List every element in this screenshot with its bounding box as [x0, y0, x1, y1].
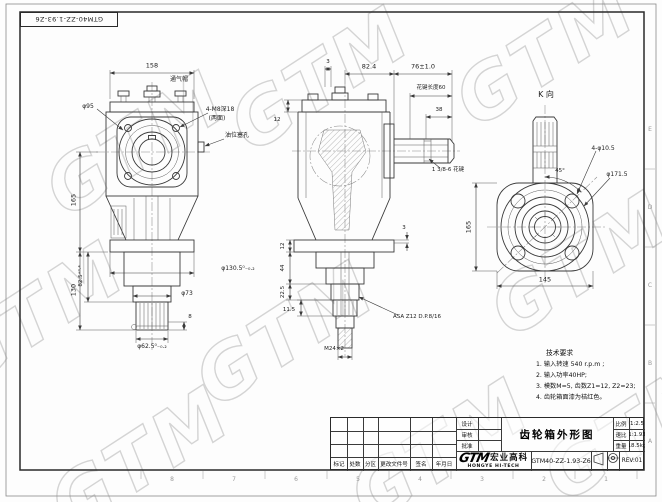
projection-symbol-cone	[591, 451, 607, 471]
revision-number: REV:01	[621, 458, 643, 464]
thread-label: M24×2	[324, 346, 344, 353]
rev-header-count: 处数	[349, 462, 361, 468]
dim-165-k: 165	[464, 220, 473, 234]
zone-8: 8	[170, 475, 174, 483]
edge-letter-a: A	[647, 437, 653, 445]
gtm-logo: GTM	[457, 451, 490, 467]
view-k-label: K 向	[538, 89, 554, 99]
title-block: 标记 处数 分区 更改文件号 签名 年月日 设计 审核 批准 齿轮箱外形图 比例…	[330, 417, 645, 471]
dim-11-5: 11.5	[282, 307, 296, 314]
spline-length-label: 花键长度60	[416, 85, 446, 92]
zone-2: 2	[542, 475, 546, 483]
dim-dia73: φ73	[181, 289, 193, 297]
dim-dia62-5: φ62.5⁰₋₀.₂	[137, 342, 167, 350]
ratio-value: 1:1.93	[629, 431, 645, 438]
zone-3: 3	[480, 475, 484, 483]
edge-letter-b: B	[647, 359, 653, 367]
dim-12-plate: 12	[273, 117, 281, 124]
check-label: 审核	[461, 432, 473, 439]
dim-82-5: 82.5⁺⁰·⁴	[78, 265, 85, 287]
company-name-cn: 宏业高科	[490, 453, 529, 464]
corner-reference-box: GTM40-ZZ-1.93-Z6	[20, 12, 118, 27]
dim-3-flange: 3	[402, 225, 406, 232]
side-view	[284, 66, 460, 360]
techreq-heading: 技术要求	[546, 349, 574, 357]
svg-text:GTM: GTM	[0, 224, 143, 404]
tapped-holes-note: (两面)	[208, 114, 226, 122]
rev-header-date: 年月日	[435, 462, 453, 468]
dim-165-front: 165	[69, 193, 78, 207]
edge-letter-c: C	[647, 281, 653, 289]
dim-82-4: 82.4	[361, 62, 377, 71]
dim-dia95: φ95	[82, 102, 94, 110]
dim-76: 76±1.0	[410, 62, 436, 71]
techreq-item: 4. 齿轮箱面漆为桔红色。	[536, 394, 606, 401]
dim-45deg: 45°	[555, 168, 565, 175]
front-view	[76, 70, 225, 352]
dim-158: 158	[145, 61, 159, 70]
dim-dia171-5: φ171.5	[606, 170, 628, 178]
approve-label: 批准	[461, 443, 473, 450]
weight-label: 重量	[615, 443, 627, 450]
dim-12-flange: 12	[280, 242, 287, 250]
rev-header-mark: 标记	[333, 462, 345, 468]
zone-6: 6	[294, 475, 298, 483]
zone-5: 5	[356, 475, 360, 483]
zone-4: 4	[418, 475, 422, 483]
corner-reference-text: GTM40-ZZ-1.93-Z6	[35, 15, 103, 24]
zone-1: 1	[604, 475, 608, 483]
scale-label: 比例	[615, 421, 627, 428]
tapped-holes-label: 4-M8深18	[205, 105, 235, 113]
zone-7: 7	[232, 475, 236, 483]
edge-letter-e: E	[648, 125, 652, 133]
techreq-item: 1. 输入转速 540 r.p.m ;	[536, 361, 605, 368]
dim-3-cap: 3	[326, 59, 330, 66]
sheet-border	[5, 3, 657, 497]
k-view	[472, 105, 611, 289]
company-name-en: HONGYE HI-TECH	[467, 464, 520, 470]
dim-130: 130	[69, 283, 78, 297]
dim-38: 38	[435, 107, 443, 114]
techreq-item: 3. 模数M=5, 齿数Z1=12, Z2=23;	[536, 383, 636, 390]
dim-8: 8	[188, 314, 192, 321]
projection-symbol-circle	[607, 451, 619, 471]
rev-header-docno: 更改文件号	[380, 462, 408, 468]
rev-header-zone: 分区	[364, 462, 376, 468]
dim-145: 145	[538, 275, 552, 284]
spline-spec-label: 1 3/8-6 花键	[431, 167, 465, 174]
ratio-label: 速比	[615, 432, 627, 439]
svg-text:GTM: GTM	[440, 0, 653, 144]
rev-header-sign: 签名	[415, 462, 427, 468]
dim-4-dia10-5: 4-φ10.5	[591, 144, 615, 152]
drawing-title: 齿轮箱外形图	[519, 429, 595, 441]
breather-label: 通气帽	[169, 75, 189, 83]
dim-22-5: 22.5	[280, 285, 287, 299]
company-logo: GTM 宏业高科 HONGYE HI-TECH	[456, 451, 531, 471]
dim-dia130-5: φ130.5⁰₋₀.₂	[221, 264, 255, 272]
drawing-number: GTM40-ZZ-1.93-Z6	[531, 457, 591, 465]
asa-label: ASA Z12 D.P.8/16	[393, 314, 441, 321]
design-label: 设计	[461, 421, 473, 428]
technical-requirements: 技术要求 1. 输入转速 540 r.p.m ; 2. 输入功率40HP; 3.…	[536, 348, 658, 403]
scale-value: 1:2.5	[629, 420, 645, 427]
edge-letter-d: D	[647, 203, 653, 211]
oil-plug-label: 油位塞孔	[224, 131, 250, 139]
dim-44: 44	[280, 264, 287, 272]
techreq-item: 2. 输入功率40HP;	[536, 372, 587, 379]
weight-value: 18.5kg	[629, 442, 645, 449]
